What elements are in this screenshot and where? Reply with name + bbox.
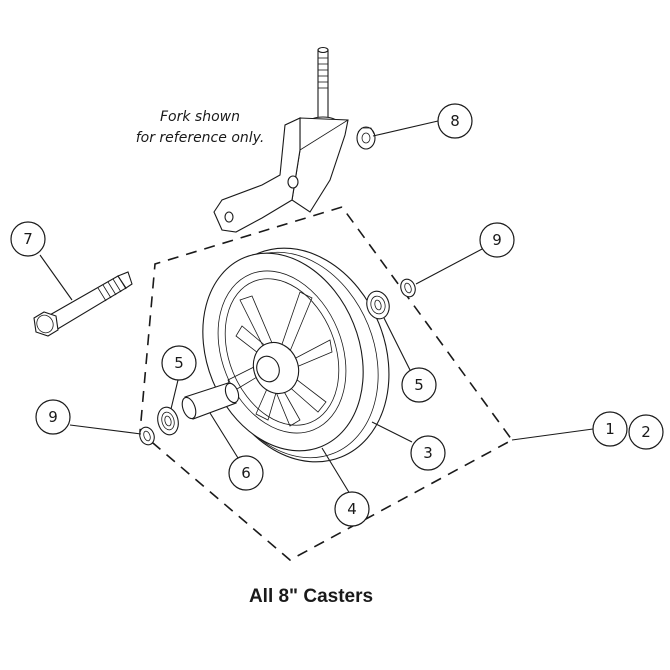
callout-8-label: 8 bbox=[450, 112, 460, 130]
washer-right-drawing bbox=[400, 278, 416, 298]
wheel-drawing bbox=[202, 247, 390, 463]
lock-nut-drawing bbox=[356, 126, 376, 150]
callout-6: 6 bbox=[228, 455, 264, 491]
bearing-right-drawing bbox=[366, 290, 390, 320]
spacer-drawing bbox=[181, 382, 240, 420]
fork-drawing bbox=[213, 46, 349, 233]
callout-9-left: 9 bbox=[35, 399, 71, 435]
fork-note-line2: for reference only. bbox=[136, 130, 265, 146]
fork-note-line1: Fork shown bbox=[160, 109, 240, 125]
leader-lines bbox=[39, 120, 594, 495]
callout-3-label: 3 bbox=[423, 444, 433, 462]
bearing-left-drawing bbox=[157, 406, 179, 436]
callout-5-right-label: 5 bbox=[414, 376, 424, 394]
callout-2-label: 2 bbox=[641, 423, 651, 441]
axle-bolt-drawing bbox=[33, 271, 133, 337]
callout-9-right-label: 9 bbox=[492, 231, 502, 249]
callout-9-left-label: 9 bbox=[48, 408, 58, 426]
diagram-title: All 8" Casters bbox=[249, 586, 373, 607]
callout-5-left-label: 5 bbox=[174, 354, 184, 372]
callout-2: 2 bbox=[628, 414, 664, 450]
callout-8: 8 bbox=[437, 103, 473, 139]
callout-4-label: 4 bbox=[347, 500, 357, 518]
callout-7: 7 bbox=[10, 221, 46, 257]
assembly-boundary bbox=[139, 206, 514, 561]
callout-4: 4 bbox=[334, 491, 370, 527]
callout-7-label: 7 bbox=[23, 230, 33, 248]
washer-left-drawing bbox=[139, 426, 155, 446]
callout-1-label: 1 bbox=[605, 420, 615, 438]
callout-5-left: 5 bbox=[161, 345, 197, 381]
callout-3: 3 bbox=[410, 435, 446, 471]
callout-5-right: 5 bbox=[401, 367, 437, 403]
callout-9-right: 9 bbox=[479, 222, 515, 258]
callout-1: 1 bbox=[592, 411, 628, 447]
callout-6-label: 6 bbox=[241, 464, 251, 482]
